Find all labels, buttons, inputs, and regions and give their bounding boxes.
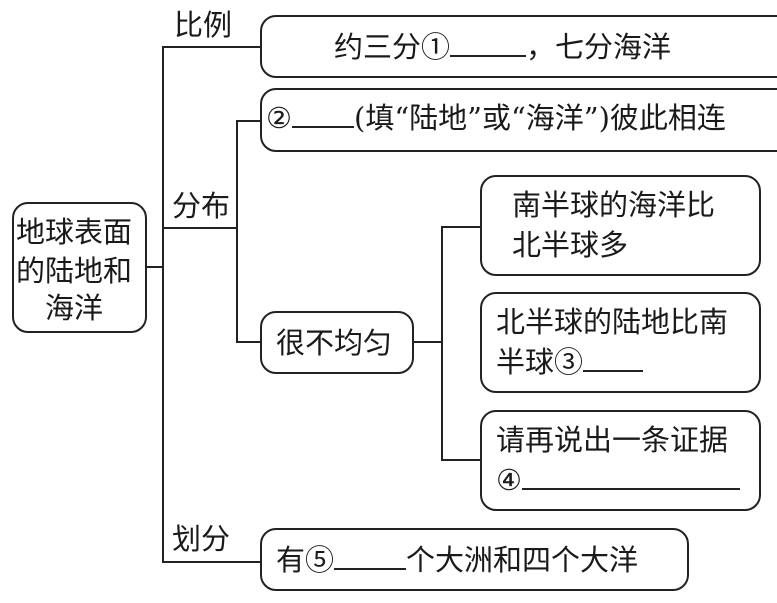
uneven-label: 很不均匀 [276, 326, 393, 360]
division-prefix: 有⑤ [276, 543, 335, 577]
ratio-suffix: ，七分海洋 [526, 30, 672, 64]
root-connector [146, 266, 164, 268]
ratio-connector [162, 46, 260, 48]
item1-connector [441, 226, 480, 228]
connected-text: ② (填“陆地”或“海洋”)彼此相连 [266, 100, 726, 136]
item3-line-1: 请再说出一条证据 [496, 423, 729, 457]
uneven-connector [236, 341, 260, 343]
division-suffix: 个大洲和四个大洋 [406, 543, 639, 577]
blank-2[interactable] [292, 100, 354, 128]
item1-line-2: 北半球多 [512, 228, 629, 262]
item1-line-1: 南半球的海洋比 [512, 188, 716, 222]
root-line-3: 海洋 [45, 291, 104, 325]
blank-3[interactable] [583, 344, 644, 372]
connected-prefix: ② [266, 101, 292, 135]
item2-prefix: 半球③ [496, 345, 584, 379]
ratio-prefix: 约三分① [334, 30, 451, 64]
distribution-connector [162, 227, 238, 229]
connected-connector [236, 120, 260, 122]
distribution-label: 分布 [172, 189, 231, 223]
item3-connector [441, 459, 480, 461]
root-node: 地球表面 的陆地和 海洋 [12, 202, 147, 333]
uneven-out-connector [413, 341, 443, 343]
item2-line-2: 半球③ [496, 344, 644, 380]
uneven-item-3: 请再说出一条证据 ④ [480, 410, 761, 511]
connected-box: ② (填“陆地”或“海洋”)彼此相连 [260, 88, 777, 152]
root-line-2: 的陆地和 [16, 254, 133, 288]
division-box: 有⑤ 个大洲和四个大洋 [260, 528, 689, 591]
uneven-item-2: 北半球的陆地比南 半球③ [480, 292, 761, 393]
root-line-1: 地球表面 [16, 215, 133, 249]
item3-line-2: ④ [496, 462, 740, 498]
division-connector [162, 561, 260, 563]
uneven-box: 很不均匀 [260, 311, 414, 374]
main-trunk [162, 46, 164, 563]
item3-prefix: ④ [496, 463, 522, 497]
division-text: 有⑤ 个大洲和四个大洋 [276, 542, 638, 578]
blank-5[interactable] [334, 542, 407, 570]
distribution-trunk [236, 120, 238, 343]
blank-4[interactable] [522, 462, 740, 490]
division-label: 划分 [172, 522, 231, 556]
uneven-item-1: 南半球的海洋比 北半球多 [480, 175, 761, 276]
ratio-text: 约三分① ，七分海洋 [334, 29, 671, 65]
connected-suffix: (填“陆地”或“海洋”)彼此相连 [354, 101, 726, 135]
ratio-box: 约三分① ，七分海洋 [260, 15, 777, 78]
blank-1[interactable] [450, 29, 527, 57]
item2-line-1: 北半球的陆地比南 [496, 305, 729, 339]
uneven-trunk [441, 226, 443, 461]
ratio-label: 比例 [174, 8, 233, 42]
